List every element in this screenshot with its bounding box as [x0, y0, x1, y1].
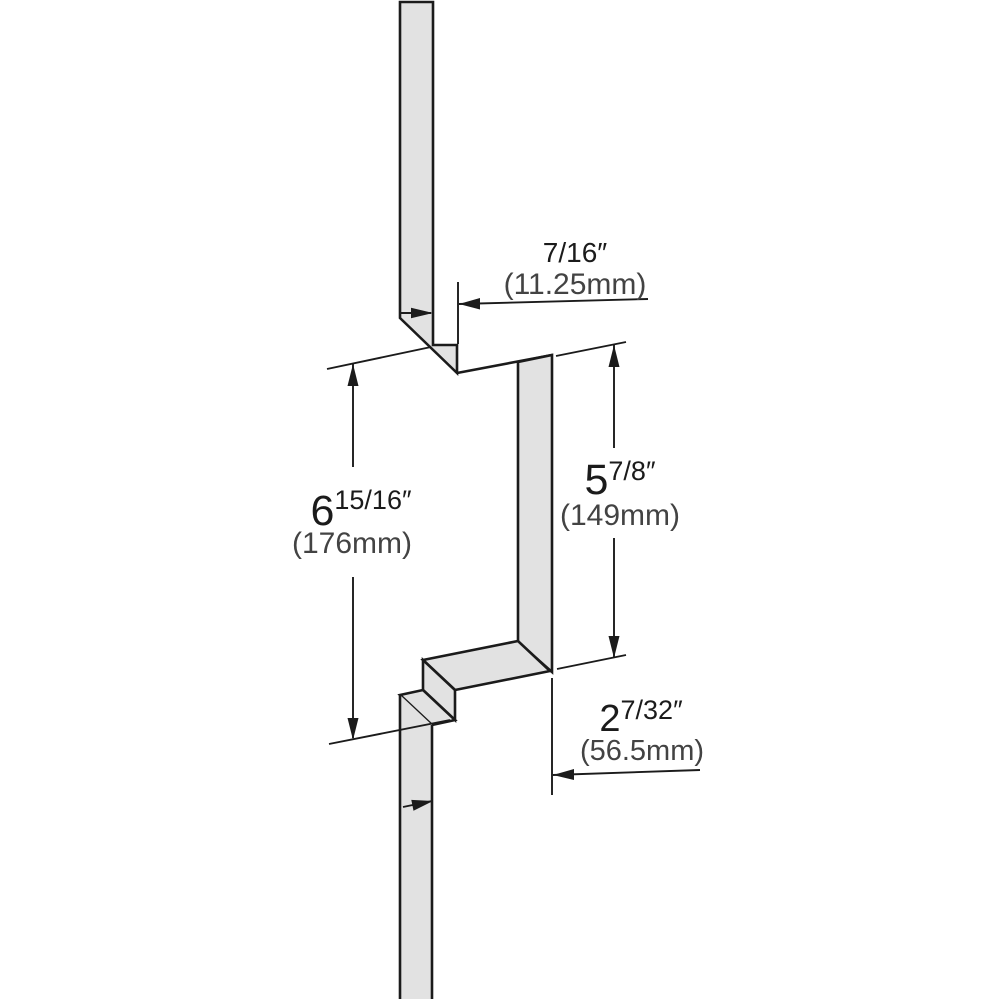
profile-bottom-web-face	[397, 688, 458, 727]
dimension-bottom-offset: 27/32″ (56.5mm)	[402, 678, 704, 811]
arrowhead-right	[411, 307, 433, 319]
extension-line-bottom	[328, 719, 451, 745]
top-offset-metric-label: (11.25mm)	[504, 268, 647, 301]
left-height-metric-label: (176mm)	[292, 527, 412, 560]
left-height-imperial-label: 615/16″	[310, 485, 412, 535]
top-offset-imperial-label: 7/16″	[543, 237, 608, 268]
leader-line	[458, 298, 649, 305]
dimension-right-height: 57/8″ (149mm)	[555, 341, 680, 670]
right-height-metric-label: (149mm)	[560, 499, 680, 532]
right-height-imperial-label: 57/8″	[584, 456, 655, 504]
bottom-offset-metric-label: (56.5mm)	[580, 735, 704, 767]
bottom-offset-imperial-label: 27/32″	[599, 695, 683, 740]
extension-line-bottom	[556, 654, 627, 670]
extension-line-top	[326, 346, 432, 370]
z-profile-shape	[397, 0, 554, 999]
arrowhead-right	[411, 799, 433, 811]
arrowhead-down	[347, 718, 359, 740]
profile-middle-flange	[516, 353, 554, 675]
arrowhead-left	[459, 298, 480, 310]
arrowhead-up	[608, 345, 620, 367]
arrowhead-up	[347, 364, 359, 386]
dimension-left-height: 615/16″ (176mm)	[292, 346, 451, 745]
dimension-top-offset: 7/16″ (11.25mm)	[400, 237, 649, 344]
profile-bottom-flange	[400, 695, 432, 999]
arrowhead-left	[553, 769, 574, 780]
leader-line	[552, 769, 701, 776]
profile-top-flange	[398, 0, 459, 377]
arrowhead-down	[608, 636, 620, 658]
extension-line-top	[555, 341, 627, 357]
